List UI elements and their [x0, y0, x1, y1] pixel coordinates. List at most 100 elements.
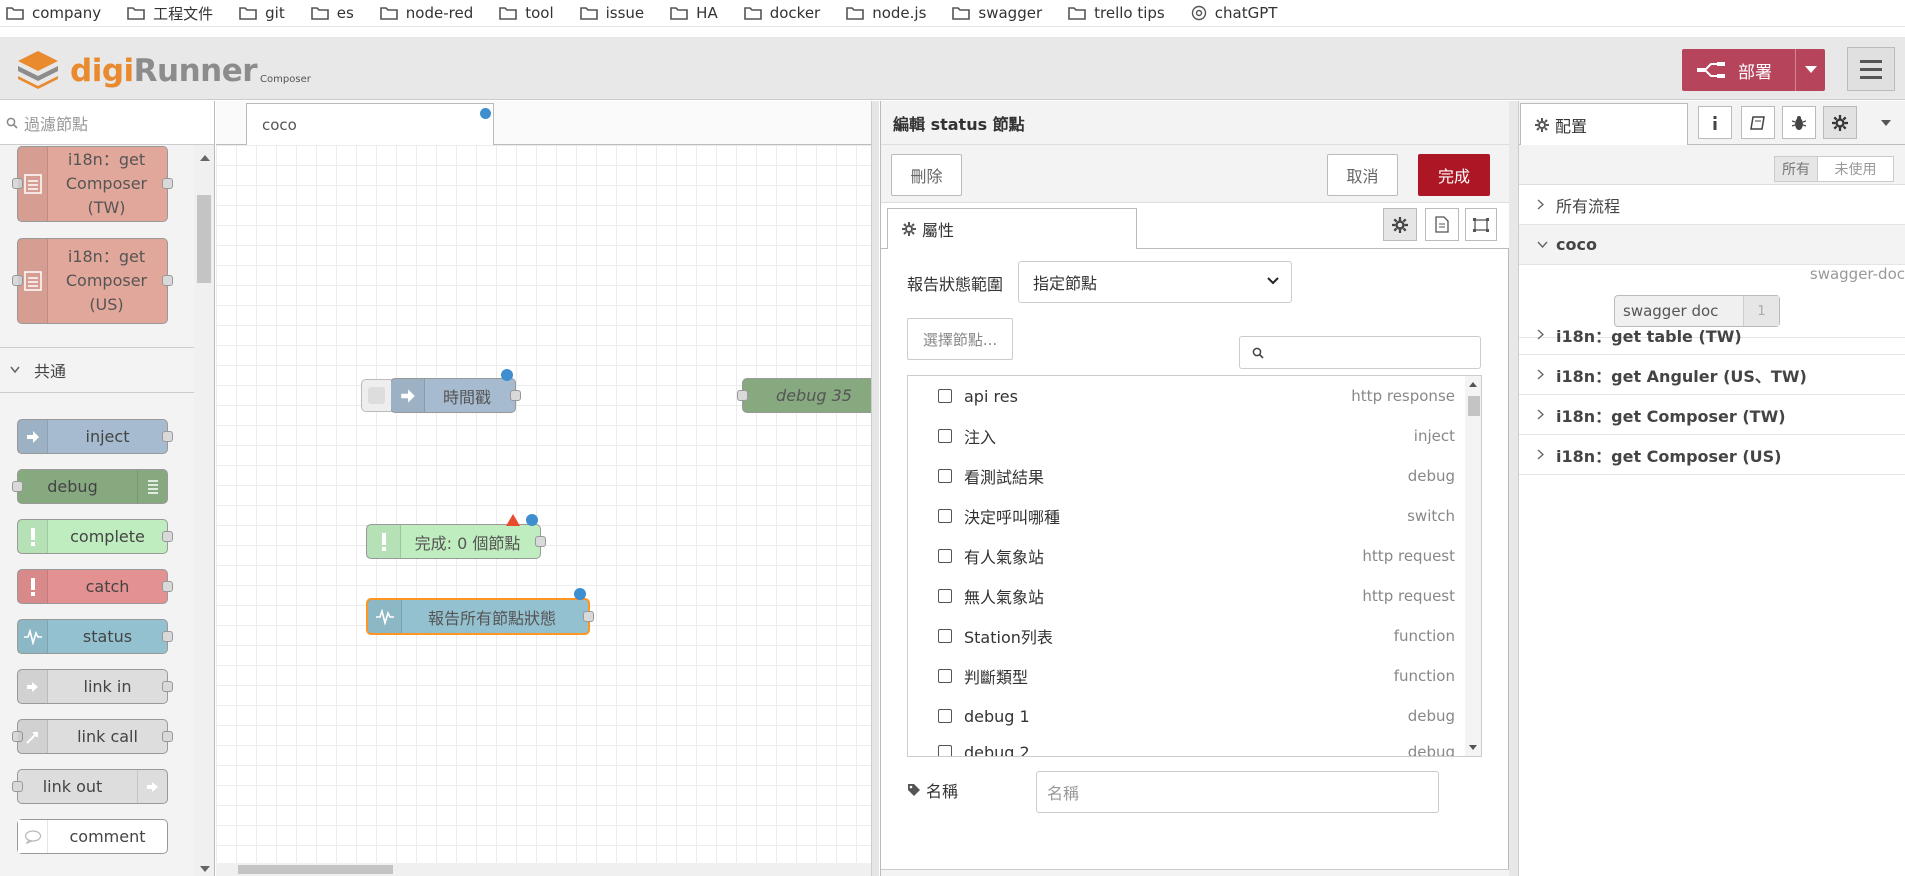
sidebar-menu-caret-icon[interactable] — [1881, 120, 1891, 126]
bookmark-tool[interactable]: tool — [499, 4, 554, 22]
flow-node-debug-35[interactable]: debug 35 — [737, 378, 871, 413]
node-checkbox[interactable] — [938, 429, 952, 443]
bookmark-ha[interactable]: HA — [670, 4, 718, 22]
name-input[interactable]: 名稱 — [1036, 771, 1439, 813]
scroll-down-icon[interactable] — [1469, 745, 1477, 750]
input-port[interactable] — [12, 780, 23, 792]
palette-filter-input[interactable]: 過濾節點 — [0, 101, 214, 145]
node-checkbox[interactable] — [938, 709, 952, 723]
node-settings-tab[interactable] — [1383, 208, 1417, 241]
input-port[interactable] — [12, 480, 23, 492]
palette-node-i18n-composer-us[interactable]: i18n：get Composer (US) — [12, 238, 173, 324]
scroll-down-icon[interactable] — [200, 866, 210, 872]
flow-node-complete[interactable]: 完成: 0 個節點 — [366, 514, 546, 559]
palette-node-i18n-composer-tw[interactable]: i18n：get Composer (TW) — [12, 146, 173, 222]
node-checkbox[interactable] — [938, 469, 952, 483]
output-port[interactable] — [162, 680, 173, 692]
output-port[interactable] — [162, 275, 173, 286]
output-port[interactable] — [162, 178, 173, 189]
node-checkbox[interactable] — [938, 549, 952, 563]
output-port[interactable] — [583, 610, 594, 622]
done-button[interactable]: 完成 — [1418, 154, 1490, 196]
node-search-input[interactable] — [1239, 336, 1481, 369]
node-checkbox[interactable] — [938, 509, 952, 523]
tab-config-nodes[interactable]: 配置 — [1520, 103, 1688, 145]
inject-trigger-button[interactable] — [361, 379, 391, 412]
filter-unused-button[interactable]: 未使用 — [1817, 156, 1894, 182]
node-appearance-tab[interactable] — [1465, 208, 1497, 241]
palette-node-link-out[interactable]: link out — [12, 769, 168, 804]
debug-tab[interactable] — [1782, 106, 1816, 139]
filter-all-button[interactable]: 所有 — [1774, 156, 1818, 182]
node-checkbox[interactable] — [938, 589, 952, 603]
sidebar-resize-handle[interactable] — [1509, 101, 1519, 876]
palette-category-common[interactable]: 共通 — [0, 347, 194, 393]
output-port[interactable] — [162, 530, 173, 542]
node-checkbox[interactable] — [938, 629, 952, 643]
help-tab[interactable] — [1741, 106, 1775, 139]
palette-node-complete[interactable]: complete — [17, 519, 173, 554]
delete-button[interactable]: 刪除 — [891, 154, 962, 196]
tray-resize-handle[interactable] — [871, 101, 879, 876]
workspace-canvas[interactable]: 時間戳 debug 35 完成: 0 個節點 報告所有節點狀態 — [216, 145, 871, 865]
tab-coco[interactable]: coco — [246, 103, 494, 145]
palette-node-catch[interactable]: catch — [17, 569, 173, 604]
deploy-button[interactable]: 部署 — [1682, 49, 1825, 91]
tab-properties[interactable]: 屬性 — [887, 208, 1137, 249]
bookmark-engineering-docs[interactable]: 工程文件 — [127, 3, 213, 24]
palette-node-debug[interactable]: debug — [12, 469, 168, 504]
bookmark-chatgpt[interactable]: chatGPT — [1191, 4, 1277, 22]
deploy-dropdown-caret-icon[interactable] — [1805, 66, 1817, 73]
select-nodes-button[interactable]: 選擇節點... — [907, 318, 1013, 360]
workspace-horizontal-scrollbar[interactable] — [216, 863, 871, 876]
config-nodes-tab[interactable] — [1823, 106, 1857, 139]
info-tab[interactable] — [1698, 106, 1732, 139]
input-port[interactable] — [12, 275, 23, 286]
palette-node-inject[interactable]: inject — [17, 419, 173, 454]
output-port[interactable] — [510, 389, 521, 401]
bookmark-swagger[interactable]: swagger — [952, 4, 1042, 22]
main-menu-button[interactable] — [1847, 47, 1895, 91]
config-section-i18n-anguler[interactable]: i18n：get Anguler (US、TW) — [1519, 355, 1905, 395]
flow-node-status-selected[interactable]: 報告所有節點狀態 — [366, 588, 594, 635]
input-port[interactable] — [12, 730, 23, 742]
node-checkbox[interactable] — [938, 745, 952, 756]
palette-node-link-call[interactable]: link call — [12, 719, 173, 754]
node-description-tab[interactable] — [1425, 208, 1459, 241]
output-port[interactable] — [162, 580, 173, 592]
palette-node-link-in[interactable]: link in — [17, 669, 173, 704]
config-section-coco[interactable]: coco — [1519, 225, 1905, 265]
palette-node-status[interactable]: status — [17, 619, 173, 654]
bookmark-trello-tips[interactable]: trello tips — [1068, 4, 1165, 22]
input-port[interactable] — [737, 389, 748, 401]
output-port[interactable] — [162, 430, 173, 442]
bookmark-issue[interactable]: issue — [579, 4, 644, 22]
bookmark-git[interactable]: git — [239, 4, 285, 22]
workspace-scrollbar-thumb[interactable] — [238, 865, 393, 874]
scroll-up-icon[interactable] — [1469, 382, 1477, 387]
bookmark-company[interactable]: company — [6, 4, 101, 22]
palette-scrollbar[interactable] — [194, 145, 214, 876]
config-section-i18n-table-tw[interactable]: i18n：get table (TW) — [1519, 315, 1905, 355]
config-section-all-flows[interactable]: 所有流程 — [1519, 185, 1905, 225]
bookmark-nodejs[interactable]: node.js — [846, 4, 926, 22]
node-list-scrollbar[interactable] — [1465, 376, 1481, 756]
node-list-scrollbar-thumb[interactable] — [1468, 396, 1480, 416]
config-section-i18n-composer-us[interactable]: i18n：get Composer (US) — [1519, 435, 1905, 475]
bookmark-node-red[interactable]: node-red — [379, 4, 473, 22]
palette-scrollbar-thumb[interactable] — [197, 195, 211, 283]
palette-node-comment[interactable]: comment — [17, 819, 168, 854]
cancel-button[interactable]: 取消 — [1327, 154, 1398, 196]
bookmark-es[interactable]: es — [310, 4, 354, 22]
output-port[interactable] — [535, 535, 546, 547]
scroll-up-icon[interactable] — [200, 155, 210, 161]
config-node-swagger-doc[interactable]: swagger doc 1 — [1614, 295, 1780, 327]
